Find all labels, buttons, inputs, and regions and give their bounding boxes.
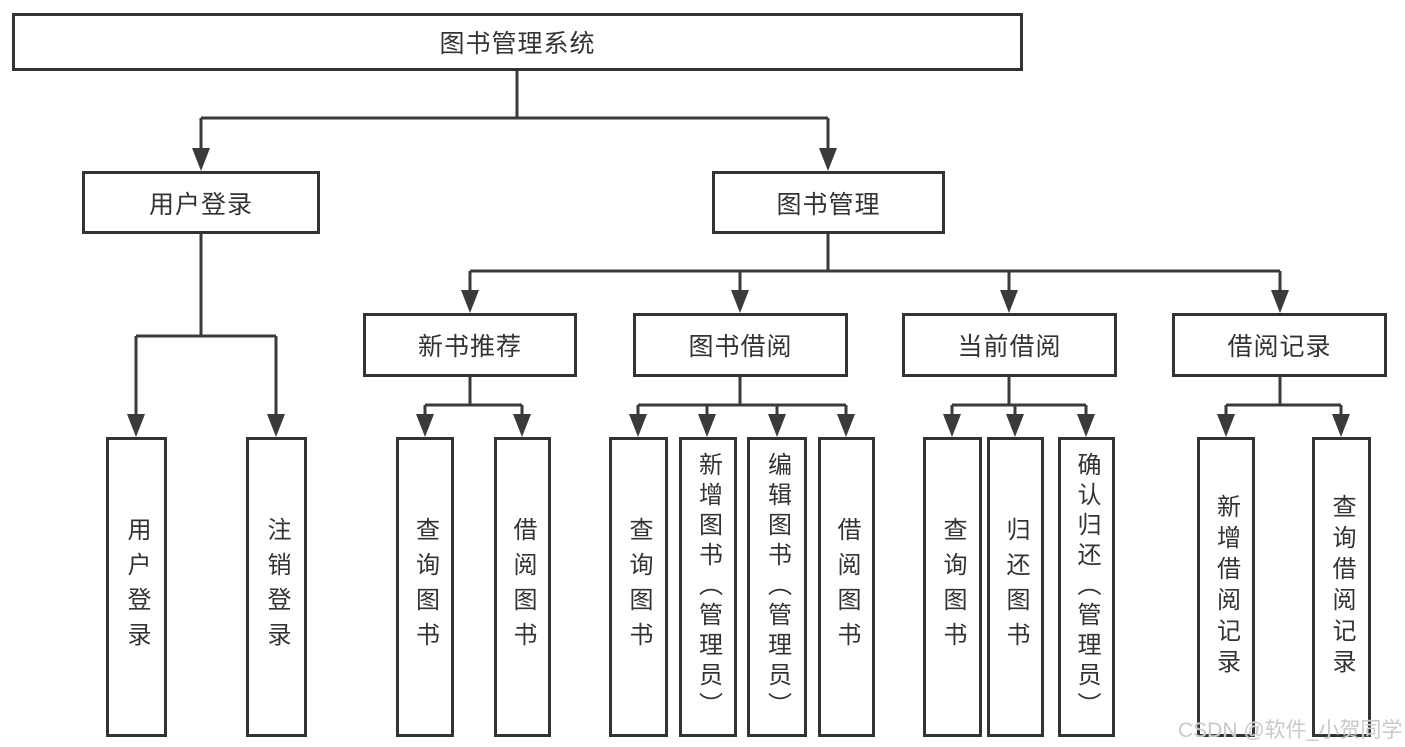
leaf-logout-login-label: 注销登录 [263,517,290,657]
node-current-borrowing: 当前借阅 [902,313,1117,377]
leaf-return-books: 归还图书 [987,437,1044,737]
leaf-confirm-return-admin-label: 确认归还（管理员） [1073,452,1100,722]
node-new-book-recommend-label: 新书推荐 [417,333,522,361]
leaf-query-books-borrow: 查询图书 [609,437,668,737]
node-root: 图书管理系统 [12,13,1023,71]
leaf-add-books-admin: 新增图书（管理员） [679,437,737,737]
watermark: CSDN @软件_小贺同学 [1178,719,1403,742]
leaf-borrow-books-recommend: 借阅图书 [494,437,551,737]
leaf-query-borrow-record-label: 查询借阅记录 [1328,494,1355,680]
node-book-management-label: 图书管理 [776,190,881,219]
node-book-management: 图书管理 [712,171,945,234]
leaf-query-books-recommend: 查询图书 [396,437,454,737]
leaf-query-borrow-record: 查询借阅记录 [1312,437,1371,737]
leaf-query-books-current: 查询图书 [923,437,982,737]
node-book-borrowing-label: 图书借阅 [688,333,793,361]
leaf-borrow-books-recommend-label: 借阅图书 [509,517,536,657]
leaf-logout-login: 注销登录 [246,437,307,737]
node-new-book-recommend: 新书推荐 [363,313,577,377]
leaf-edit-books-admin-label: 编辑图书（管理员） [763,452,791,722]
node-book-borrowing: 图书借阅 [633,313,848,377]
leaf-add-borrow-record-label: 新增借阅记录 [1212,494,1240,680]
node-borrowing-records-label: 借阅记录 [1227,333,1332,361]
leaf-query-books-recommend-label: 查询图书 [411,517,439,657]
node-borrowing-records: 借阅记录 [1172,313,1387,377]
node-current-borrowing-label: 当前借阅 [957,333,1062,361]
leaf-user-login: 用户登录 [106,437,167,737]
leaf-query-books-borrow-label: 查询图书 [625,517,652,657]
node-user-login: 用户登录 [82,171,320,234]
leaf-user-login-label: 用户登录 [123,517,150,657]
leaf-confirm-return-admin: 确认归还（管理员） [1058,437,1115,737]
node-root-label: 图书管理系统 [439,30,596,58]
leaf-query-books-current-label: 查询图书 [939,517,966,657]
node-user-login-label: 用户登录 [148,190,253,219]
leaf-add-books-admin-label: 新增图书（管理员） [694,452,722,722]
leaf-borrow-books-label: 借阅图书 [833,517,860,657]
leaf-return-books-label: 归还图书 [1002,517,1029,657]
leaf-add-borrow-record: 新增借阅记录 [1197,437,1255,737]
leaf-borrow-books: 借阅图书 [818,437,875,737]
leaf-edit-books-admin: 编辑图书（管理员） [747,437,807,737]
